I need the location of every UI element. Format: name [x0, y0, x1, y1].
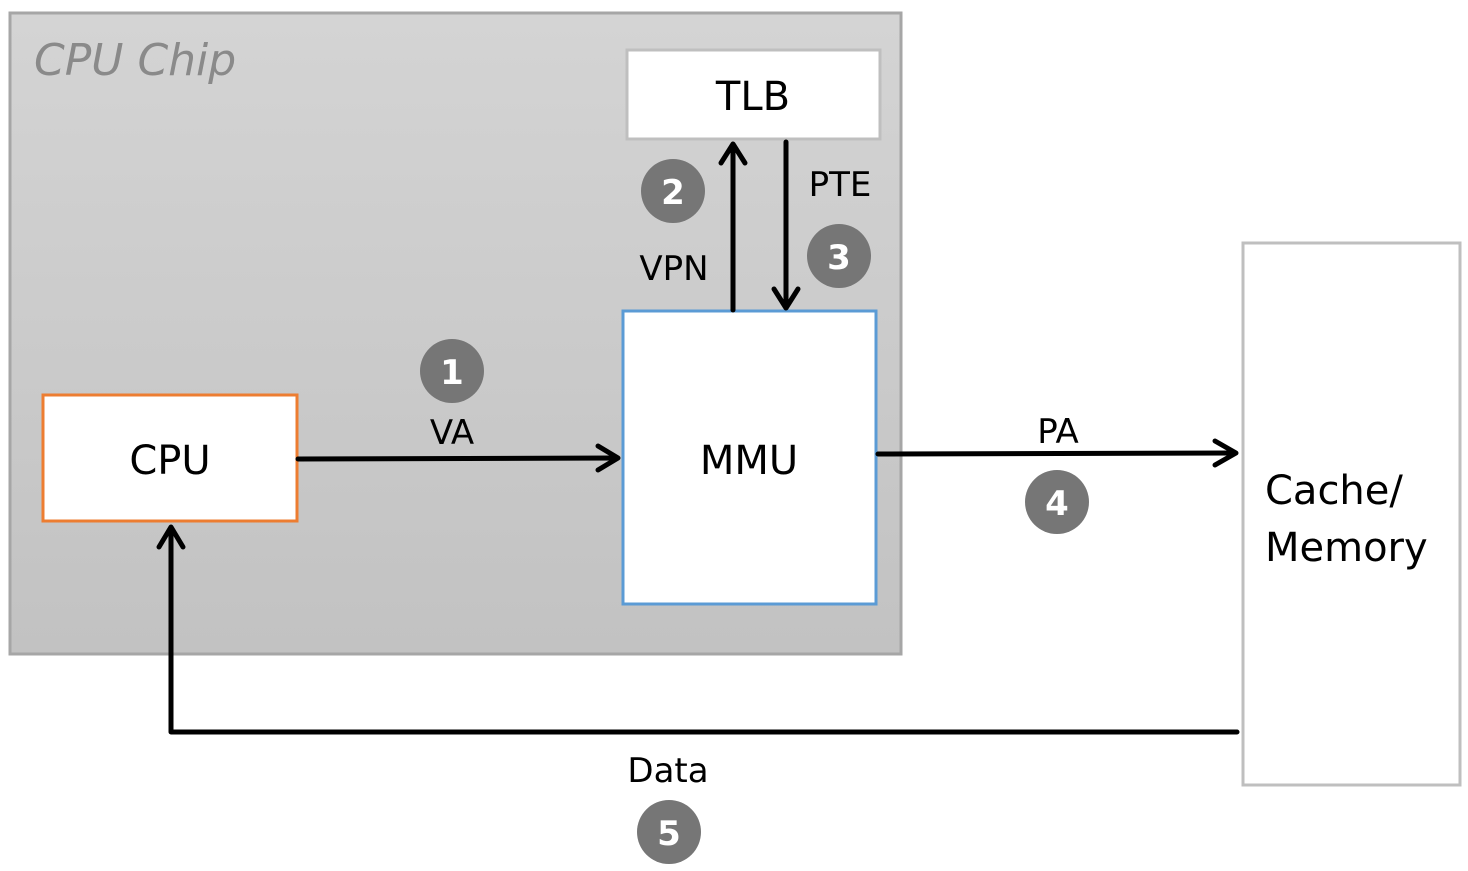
- step-2-number: 2: [661, 173, 685, 213]
- cpu-label: CPU: [129, 438, 210, 484]
- pte-label: PTE: [809, 165, 872, 205]
- step-badge-4: 4: [1025, 470, 1089, 534]
- pte-arrow: [771, 139, 801, 311]
- va-label: VA: [430, 413, 474, 453]
- tlb-block: TLB: [625, 48, 882, 141]
- step-badge-3: 3: [807, 224, 871, 288]
- pa-arrow: [875, 438, 1239, 468]
- data-label: Data: [627, 751, 708, 791]
- step-4-number: 4: [1045, 484, 1069, 524]
- mmu-block: MMU: [621, 309, 878, 606]
- step-badge-5: 5: [637, 800, 701, 864]
- step-3-number: 3: [827, 238, 851, 278]
- cache-memory-block: Cache/ Memory: [1241, 241, 1462, 787]
- step-badge-1: 1: [420, 339, 484, 403]
- cpu-chip-title: CPU Chip: [34, 35, 236, 86]
- step-5-number: 5: [657, 814, 681, 854]
- vpn-label: VPN: [639, 249, 708, 289]
- tlb-label: TLB: [715, 74, 790, 120]
- cache-memory-label-line2: Memory: [1265, 525, 1428, 571]
- mmu-label: MMU: [700, 438, 798, 484]
- va-arrow: [295, 443, 621, 473]
- pa-label: PA: [1037, 412, 1079, 452]
- step-1-number: 1: [440, 353, 464, 393]
- cpu-block: CPU: [41, 393, 299, 523]
- data-arrow: [156, 524, 1240, 735]
- step-badge-2: 2: [641, 159, 705, 223]
- vpn-arrow: [718, 141, 748, 313]
- cache-memory-label-line1: Cache/: [1265, 468, 1403, 514]
